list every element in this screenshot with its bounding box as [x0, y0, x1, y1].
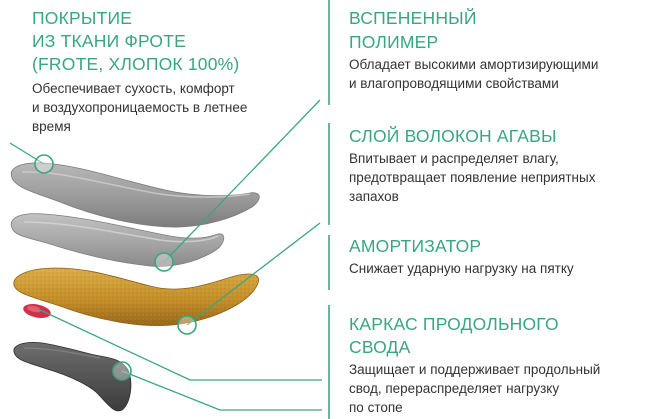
- arch-desc-1: Защищает и поддерживает продольный: [349, 362, 601, 377]
- arch-desc-3: по стопе: [349, 400, 403, 415]
- shock-title-1: АМОРТИЗАТОР: [349, 236, 482, 256]
- agave-title-1: СЛОЙ ВОЛОКОН АГАВЫ: [349, 126, 557, 146]
- insole-agave-layer: [13, 267, 259, 326]
- agave-desc-1: Впитывает и распределяет влагу,: [349, 151, 559, 166]
- foam-desc-1: Обладает высокими амортизирующими: [349, 57, 599, 72]
- marker-agave: [177, 315, 197, 335]
- insole-arch-layer: [13, 342, 132, 412]
- shock-desc-1: Снижает ударную нагрузку на пятку: [349, 261, 574, 276]
- insole-fabric-layer: [10, 162, 260, 228]
- marker-foam: [154, 252, 174, 272]
- leader-agave: [186, 222, 321, 326]
- frote-desc-2: и воздухопроницаемость в летнее: [32, 100, 248, 115]
- frote-desc-3: время: [32, 119, 71, 134]
- marker-circles: [34, 154, 197, 381]
- marker-frote: [34, 154, 54, 174]
- foam-title-2: ПОЛИМЕР: [349, 32, 439, 52]
- leader-arch: [121, 370, 322, 411]
- foam-title-1: ВСПЕНЕННЫЙ: [349, 8, 477, 28]
- frote-title-3: (FROTE, ХЛОПОК 100%): [32, 54, 240, 74]
- leader-frote: [9, 142, 45, 165]
- leader-lines: [9, 99, 322, 411]
- frote-desc-1: Обеспечивает сухость, комфорт: [32, 81, 235, 96]
- marker-arch: [112, 361, 132, 381]
- arch-desc-2: свод, перераспределяет нагрузку: [349, 381, 560, 396]
- frote-title-2: ИЗ ТКАНИ ФРОТЕ: [32, 31, 187, 51]
- agave-desc-3: запахов: [349, 189, 399, 204]
- agave-desc-2: предотвращает появление неприятных: [349, 170, 596, 185]
- foam-desc-2: и влагопроводящими свойствами: [349, 76, 559, 91]
- insole-foam-layer: [10, 213, 225, 267]
- leader-foam: [163, 99, 321, 263]
- frote-title-1: ПОКРЫТИЕ: [32, 8, 133, 28]
- leader-shock: [37, 308, 322, 381]
- shock-absorber-pad: [23, 304, 51, 318]
- arch-title-1: КАРКАС ПРОДОЛЬНОГО: [349, 314, 559, 334]
- arch-title-2: СВОДА: [349, 337, 411, 357]
